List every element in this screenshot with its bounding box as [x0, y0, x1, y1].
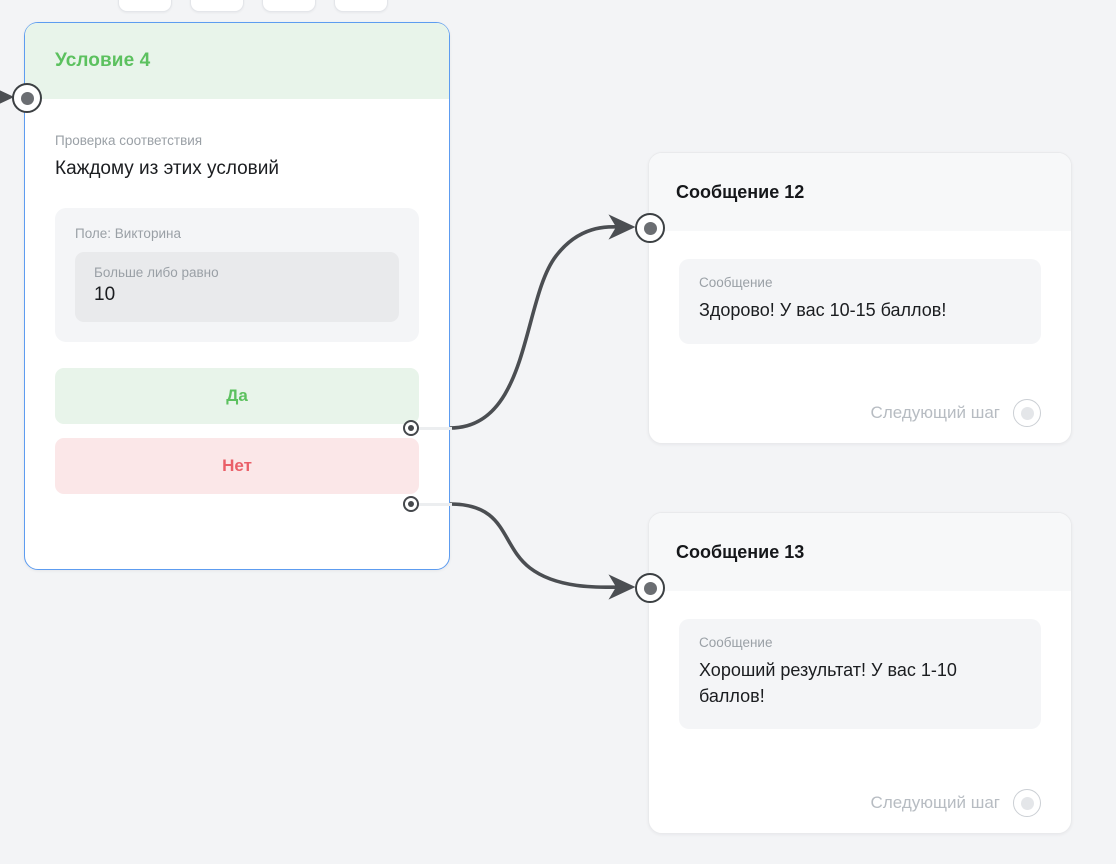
message-12-header: Сообщение 12 — [649, 153, 1071, 231]
condition-title: Условие 4 — [55, 50, 151, 71]
toolbar-button-2[interactable] — [190, 0, 244, 12]
message-13-bubble-label: Сообщение — [699, 635, 773, 650]
message-12-input-port[interactable] — [635, 213, 665, 243]
port-stub-yes — [419, 426, 452, 430]
condition-input-port[interactable] — [12, 83, 42, 113]
message-12-title: Сообщение 12 — [676, 181, 805, 202]
condition-body: Проверка соответствия Каждому из этих ус… — [25, 99, 449, 342]
branch-yes-output-port[interactable] — [403, 420, 419, 436]
toolbar-button-4[interactable] — [334, 0, 388, 12]
toolbar-button-3[interactable] — [262, 0, 316, 12]
message-13-body: Сообщение Хороший результат! У вас 1-10 … — [649, 591, 1071, 730]
branch-no-output-port[interactable] — [403, 496, 419, 512]
toolbar — [118, 0, 388, 12]
branch-yes-label: Да — [226, 385, 248, 405]
condition-operator-box[interactable]: Больше либо равно 10 — [75, 251, 399, 322]
condition-operator-value: 10 — [94, 283, 116, 305]
branch-no-button[interactable]: Нет — [55, 437, 419, 494]
message-12-next-step-label: Следующий шаг — [870, 403, 1000, 422]
message-13-bubble[interactable]: Сообщение Хороший результат! У вас 1-10 … — [679, 619, 1041, 730]
message-13-input-port[interactable] — [635, 573, 665, 603]
message-13-next-step-port[interactable] — [1013, 789, 1041, 817]
message-13-footer[interactable]: Следующий шаг — [871, 789, 1041, 817]
node-message-13[interactable]: Сообщение 13 Сообщение Хороший результат… — [648, 512, 1072, 834]
condition-field-label: Поле: Викторина — [75, 225, 181, 241]
edge-yes-to-message-12 — [448, 214, 636, 430]
message-13-bubble-text: Хороший результат! У вас 1-10 баллов! — [699, 660, 957, 706]
condition-match-value[interactable]: Каждому из этих условий — [55, 158, 280, 180]
toolbar-button-1[interactable] — [118, 0, 172, 12]
message-13-header: Сообщение 13 — [649, 513, 1071, 591]
message-13-title: Сообщение 13 — [676, 541, 805, 562]
condition-branches: Да Нет — [25, 342, 449, 494]
condition-field-group[interactable]: Поле: Викторина Больше либо равно 10 — [55, 207, 419, 342]
message-12-footer[interactable]: Следующий шаг — [871, 399, 1041, 427]
branch-yes-button[interactable]: Да — [55, 367, 419, 424]
node-message-12[interactable]: Сообщение 12 Сообщение Здорово! У вас 10… — [648, 152, 1072, 444]
message-12-bubble-text: Здорово! У вас 10-15 баллов! — [699, 300, 947, 320]
condition-match-label: Проверка соответствия — [55, 133, 203, 148]
edge-no-to-message-13 — [448, 502, 636, 600]
node-condition-4[interactable]: Условие 4 Проверка соответствия Каждому … — [24, 22, 450, 570]
message-13-next-step-label: Следующий шаг — [870, 793, 1000, 812]
message-12-body: Сообщение Здорово! У вас 10-15 баллов! — [649, 231, 1071, 344]
branch-no-label: Нет — [222, 455, 252, 475]
port-stub-no — [419, 502, 452, 506]
message-12-next-step-port[interactable] — [1013, 399, 1041, 427]
condition-header: Условие 4 — [25, 23, 449, 99]
condition-operator-label: Больше либо равно — [94, 264, 219, 280]
message-12-bubble[interactable]: Сообщение Здорово! У вас 10-15 баллов! — [679, 259, 1041, 344]
message-12-bubble-label: Сообщение — [699, 275, 773, 290]
